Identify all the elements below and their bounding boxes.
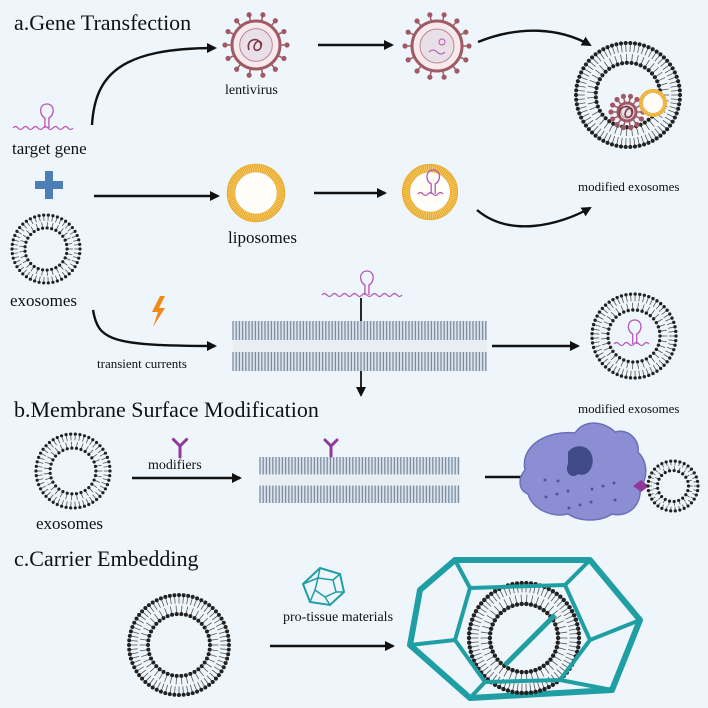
lentivirus-label: lentivirus (225, 83, 278, 98)
modified-exosomes-label-top: modified exosomes (578, 179, 680, 194)
lentivirus-with-gene-icon (402, 12, 472, 80)
target-gene-icon (12, 103, 74, 131)
liposome-icon (226, 163, 286, 223)
exosome-icon-b (34, 432, 112, 510)
pro-tissue-materials-icon (301, 566, 346, 607)
membrane-electroporation (232, 321, 487, 371)
exosome-icon-c (127, 593, 231, 697)
exosomes-label-a: exosomes (10, 291, 78, 310)
pro-tissue-materials-label: pro-tissue materials (283, 610, 394, 625)
section-b-title: b.Membrane Surface Modification (14, 397, 319, 422)
lentivirus-icon (222, 12, 290, 78)
section-c-title: c.Carrier Embedding (14, 546, 199, 571)
target-gene-membrane-icon (321, 270, 403, 298)
liposome-gene-icon (417, 169, 444, 197)
arrow-gene-to-lentivirus (90, 43, 217, 126)
carrier-cage-icon (407, 557, 643, 701)
transient-currents-label: transient currents (97, 356, 187, 371)
modified-exosomes-label-mid: modified exosomes (578, 401, 680, 416)
modifier-icon-label (171, 437, 189, 459)
embedded-exosome-icon (466, 580, 582, 696)
target-gene-label: target gene (12, 139, 87, 158)
internal-lentivirus-icon (608, 93, 646, 131)
internal-liposome-icon (638, 88, 668, 118)
arrow-lentivirus-to-exosome (477, 29, 592, 47)
arrow-exosome-to-membrane (91, 309, 217, 351)
section-a-title: a.Gene Transfection (14, 10, 192, 35)
target-cell-icon (519, 422, 649, 521)
modifier-on-membrane-icon (323, 438, 339, 458)
exosomes-label-b: exosomes (36, 514, 104, 533)
liposome-with-gene-icon (401, 163, 459, 221)
lightning-icon (152, 296, 165, 327)
modifiers-label: modifiers (148, 458, 202, 473)
arrow-liposome-to-exosome (476, 206, 592, 228)
exosome-icon-a (10, 213, 82, 285)
plus-icon (35, 171, 63, 199)
liposomes-label: liposomes (228, 228, 297, 247)
modified-exosome-icon-top (573, 40, 683, 150)
exosome-bound-to-cell-icon (646, 459, 700, 513)
modified-exosome-gene-icon (613, 319, 650, 347)
membrane-modification (259, 457, 460, 503)
modified-exosome-icon-mid (590, 292, 678, 380)
